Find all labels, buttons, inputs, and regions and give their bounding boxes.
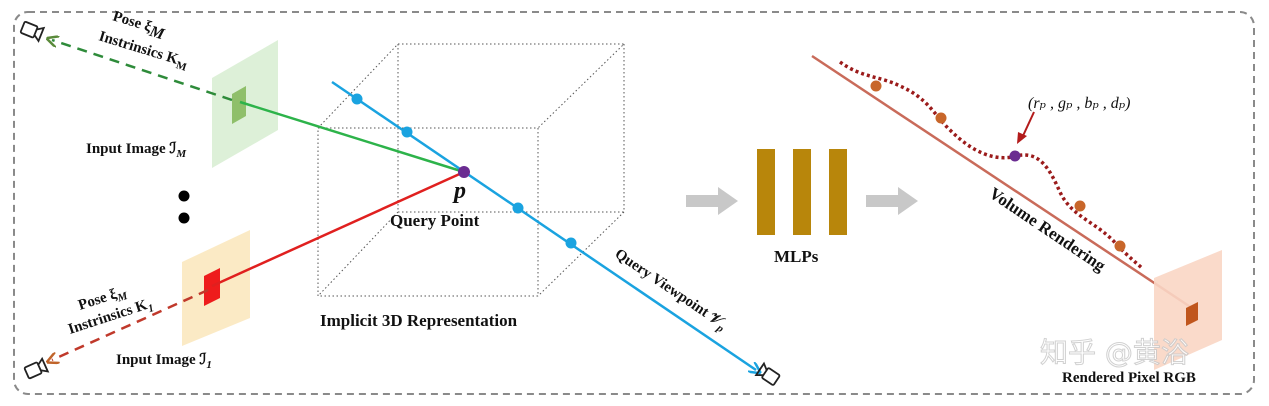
input-image-label-bottom: Input Image ℐ1	[116, 352, 212, 371]
volume-rendering-label: Volume Rendering	[986, 184, 1110, 276]
flow-arrow	[866, 187, 918, 215]
density-sample	[1074, 200, 1086, 212]
input-image-label-top: Input Image ℐM	[86, 141, 187, 160]
dashed-frame	[13, 11, 1255, 395]
query-viewpoint-label: Query Viewpoint 𝒱p	[610, 246, 730, 335]
ray-sample-1	[351, 93, 363, 105]
camera-icon	[23, 356, 50, 380]
queried-sample-dot	[1009, 150, 1021, 162]
intrinsics-label-top: Instrinsics KM	[96, 29, 191, 74]
density-curve	[838, 60, 1144, 270]
mlp-bar	[793, 149, 811, 235]
camera-ray-bottom	[52, 288, 209, 360]
camera-icon	[754, 361, 781, 386]
ray-sample-4	[565, 237, 577, 249]
implicit-cube	[317, 43, 626, 297]
density-sample-points	[870, 80, 1126, 252]
flow-arrow	[686, 187, 738, 215]
ellipsis-dot	[178, 190, 190, 202]
camera-icon	[19, 20, 46, 43]
density-sample	[1114, 240, 1126, 252]
ray-sample-points	[351, 93, 577, 249]
mlp-block	[757, 149, 847, 235]
density-sample	[935, 112, 947, 124]
red-ray	[211, 170, 465, 288]
ellipsis-dot	[178, 212, 190, 224]
ray-sample-3	[512, 202, 524, 214]
mlp-bar	[829, 149, 847, 235]
mlp-bar	[757, 149, 775, 235]
query-point-label: Query Point	[390, 211, 480, 230]
density-sample	[870, 80, 882, 92]
image-patch-bottom	[204, 268, 220, 306]
green-ray	[239, 100, 465, 174]
camera-ray-top	[52, 40, 233, 102]
ray-sample-2	[401, 126, 413, 138]
output-tuple-label: (rₚ , gₚ , bₚ , dₚ)	[1028, 95, 1130, 112]
render-ray	[811, 54, 1193, 310]
point-symbol: p	[452, 178, 466, 204]
rendered-pixel-label: Rendered Pixel RGB	[1062, 370, 1196, 386]
image-patch-top	[232, 86, 246, 124]
query-point-dot	[458, 166, 470, 178]
watermark: 知乎 @黄浴	[1040, 336, 1189, 369]
implicit-representation-label: Implicit 3D Representation	[320, 311, 518, 330]
rendered-pixel-patch	[1186, 302, 1198, 326]
pointer-arrow	[1021, 111, 1035, 139]
pointer-arrow-head	[1017, 132, 1027, 144]
mlps-label: MLPs	[774, 247, 819, 266]
